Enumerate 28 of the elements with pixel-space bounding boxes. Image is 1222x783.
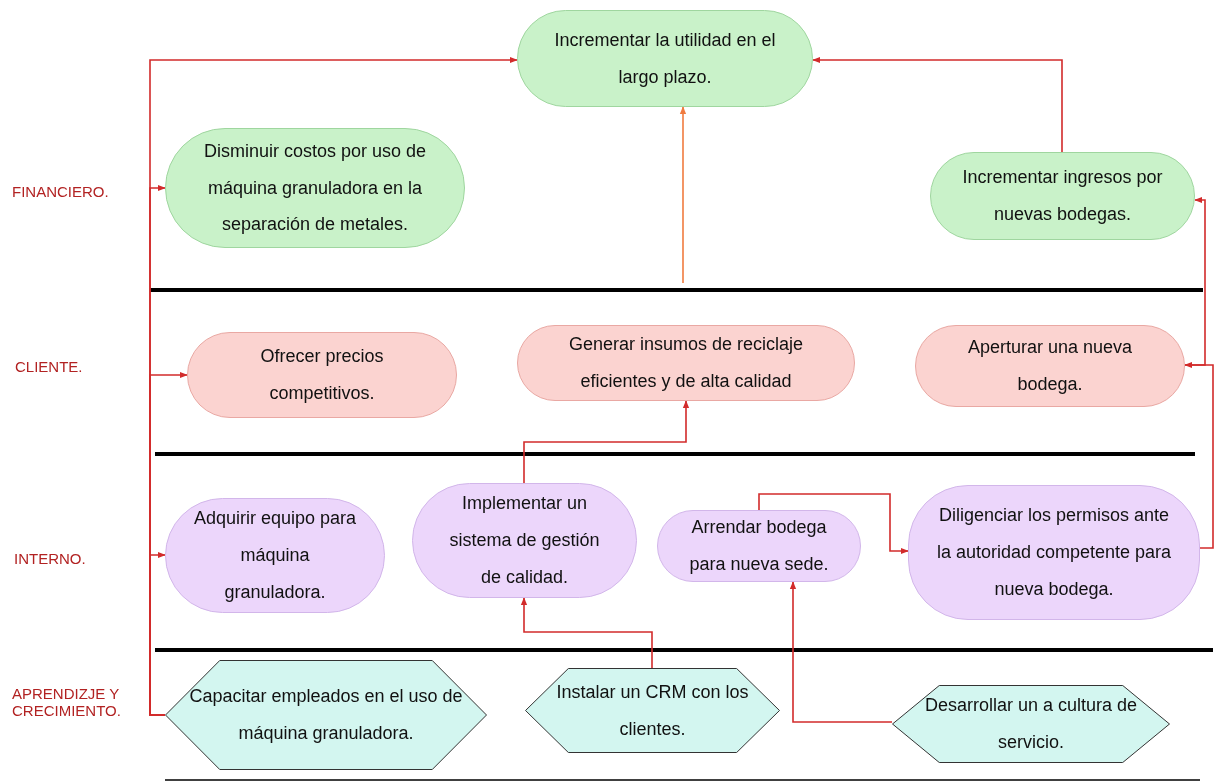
node-text: Disminuir costos por uso de máquina granuladora en la separación de metales. <box>202 139 428 237</box>
node-text: Diligenciar los permisos ante la autoridad competente para nueva bodega. <box>935 504 1173 601</box>
perspective-label: CLIENTE. <box>15 358 84 376</box>
node-text: Arrendar bodega para nueva sede. <box>688 516 830 576</box>
perspective-label: INTERNO. <box>14 550 87 568</box>
hexagon-box <box>525 668 780 753</box>
arrow <box>520 597 653 669</box>
node-text: Implementar un sistema de gestión de calidad. <box>448 492 601 589</box>
node-text: Aperturar una nueva bodega. <box>966 336 1134 396</box>
node-text: Generar insumos de reciclaje eficientes y de alta calidad <box>567 333 805 393</box>
arrow <box>523 400 690 484</box>
node-text: Desarrollar un a cultura de servicio. <box>923 694 1139 754</box>
arrow <box>758 493 909 555</box>
arrow <box>679 106 687 284</box>
node-text: Instalar un CRM con los clientes. <box>555 680 750 741</box>
arrow <box>789 581 893 723</box>
arrow <box>1184 196 1206 366</box>
arrow <box>812 56 1063 153</box>
hexagon-box <box>892 685 1170 763</box>
node-text: Incrementar la utilidad en el largo plazo. <box>553 28 777 89</box>
node-text: Adquirir equipo para máquina granuladora. <box>192 507 358 604</box>
hexagon-box <box>165 660 487 770</box>
node-text: Ofrecer precios competitivos. <box>259 345 385 405</box>
arrow <box>149 551 166 716</box>
node-text: Incrementar ingresos por nuevas bodegas. <box>961 166 1164 226</box>
node-text: Capacitar empleados en el uso de máquina granuladora. <box>188 685 464 745</box>
perspective-label: APRENDIZJE Y CRECIMIENTO. <box>12 685 122 720</box>
perspective-label: FINANCIERO. <box>12 183 110 201</box>
